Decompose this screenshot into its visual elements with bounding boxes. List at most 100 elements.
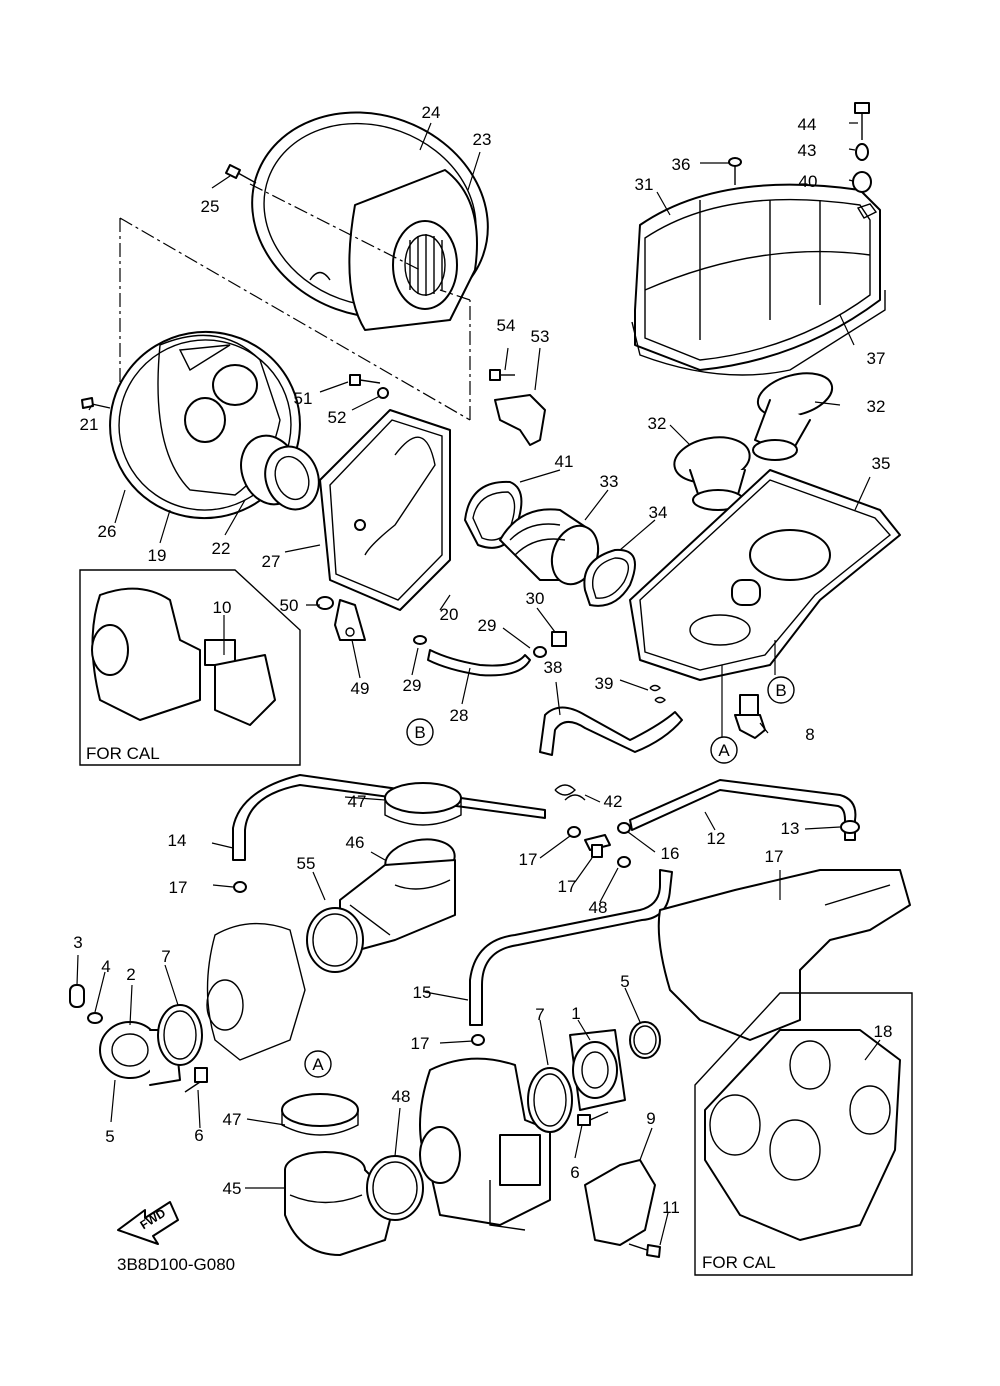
screw-51 <box>349 374 381 386</box>
callout-6: 6 <box>194 1126 203 1145</box>
band-7 <box>157 1004 203 1066</box>
callout-51: 51 <box>294 389 313 408</box>
callout-21: 21 <box>80 415 99 434</box>
bolt-54 <box>489 369 515 381</box>
callout-43: 43 <box>798 141 817 160</box>
filter-55 <box>657 869 911 1041</box>
callout-25: 25 <box>201 197 220 216</box>
callout-32: 32 <box>648 414 667 433</box>
bracket-53 <box>494 394 546 446</box>
joint-16 <box>584 834 611 858</box>
callout-6: 6 <box>570 1163 579 1182</box>
callout-53: 53 <box>531 327 550 346</box>
callout-33: 33 <box>600 472 619 491</box>
svg-text:B: B <box>414 723 425 742</box>
for-cal-inset-left <box>79 569 301 766</box>
hose-38 <box>539 706 683 756</box>
o-ring-5 <box>629 1021 661 1059</box>
callout-22: 22 <box>212 539 231 558</box>
damper-50 <box>316 596 334 610</box>
callout-16: 16 <box>661 844 680 863</box>
leader-lines <box>76 122 881 1246</box>
screw-6-lower <box>577 1111 609 1126</box>
callout-17: 17 <box>765 847 784 866</box>
callout-40: 40 <box>799 172 818 191</box>
callout-55: 55 <box>297 854 316 873</box>
bracket-49 <box>334 599 366 641</box>
svg-text:A: A <box>312 1055 324 1074</box>
callout-36: 36 <box>672 155 691 174</box>
band-7-lower <box>527 1067 573 1133</box>
callout-24: 24 <box>422 103 441 122</box>
screw-6 <box>184 1067 208 1093</box>
band-48-lower <box>366 1155 424 1221</box>
hose-15 <box>469 869 673 1026</box>
callout-13: 13 <box>781 819 800 838</box>
callout-30: 30 <box>526 589 545 608</box>
joint-22 <box>240 434 320 511</box>
air-case-27 <box>319 409 451 611</box>
callout-54: 54 <box>497 316 516 335</box>
callout-17: 17 <box>519 850 538 869</box>
callout-39: 39 <box>595 674 614 693</box>
band-47 <box>384 782 462 826</box>
air-box-35 <box>629 469 901 681</box>
screw-11 <box>628 1243 661 1258</box>
air-filter-case-cover-31 <box>634 183 881 371</box>
callout-32: 32 <box>867 397 886 416</box>
bolt-44 <box>854 102 870 140</box>
svg-text:A: A <box>718 741 730 760</box>
clamp-13 <box>840 820 860 834</box>
carburetor-ghost <box>206 922 306 1061</box>
diagram-code: 3B8D100-G080 <box>117 1255 235 1274</box>
callout-5: 5 <box>620 972 629 991</box>
washer-52 <box>377 387 389 399</box>
gasket-34 <box>583 548 636 607</box>
ref-circle-B: B <box>406 718 434 746</box>
plug-30 <box>551 631 567 647</box>
callout-49: 49 <box>351 679 370 698</box>
screw-21 <box>81 397 111 409</box>
hose-12 <box>629 779 857 841</box>
nut-4 <box>87 1012 103 1024</box>
cover-9 <box>584 1159 656 1246</box>
callout-29: 29 <box>478 616 497 635</box>
callout-19: 19 <box>148 546 167 565</box>
inset-label-left: FOR CAL <box>86 744 160 763</box>
callout-7: 7 <box>161 947 170 966</box>
joint-32 <box>673 372 834 511</box>
callout-52: 52 <box>328 408 347 427</box>
callout-42: 42 <box>604 792 623 811</box>
callout-4: 4 <box>101 957 110 976</box>
callout-2: 2 <box>126 965 135 984</box>
callout-5: 5 <box>105 1127 114 1146</box>
callout-12: 12 <box>707 829 726 848</box>
collar-43 <box>855 143 869 161</box>
callout-26: 26 <box>98 522 117 541</box>
callout-28: 28 <box>450 706 469 725</box>
callout-17: 17 <box>558 877 577 896</box>
joint-1 <box>569 1029 626 1111</box>
for-cal-inset-right <box>694 992 913 1276</box>
callout-35: 35 <box>872 454 891 473</box>
joint-46 <box>339 838 456 956</box>
callout-15: 15 <box>413 983 432 1002</box>
seal-37 <box>631 290 886 376</box>
clip-39 <box>649 684 666 704</box>
callout-1: 1 <box>571 1004 580 1023</box>
grommet-40 <box>852 171 872 193</box>
callout-29: 29 <box>403 676 422 695</box>
callout-34: 34 <box>649 503 668 522</box>
hose-28 <box>427 649 531 677</box>
callout-47: 47 <box>223 1110 242 1129</box>
clamps-17 <box>233 822 631 1046</box>
carburetor <box>419 1057 551 1231</box>
callout-31: 31 <box>635 175 654 194</box>
clip-42 <box>554 784 586 801</box>
screw-25 <box>225 164 257 184</box>
callout-11: 11 <box>662 1198 680 1217</box>
callout-3: 3 <box>73 933 82 952</box>
